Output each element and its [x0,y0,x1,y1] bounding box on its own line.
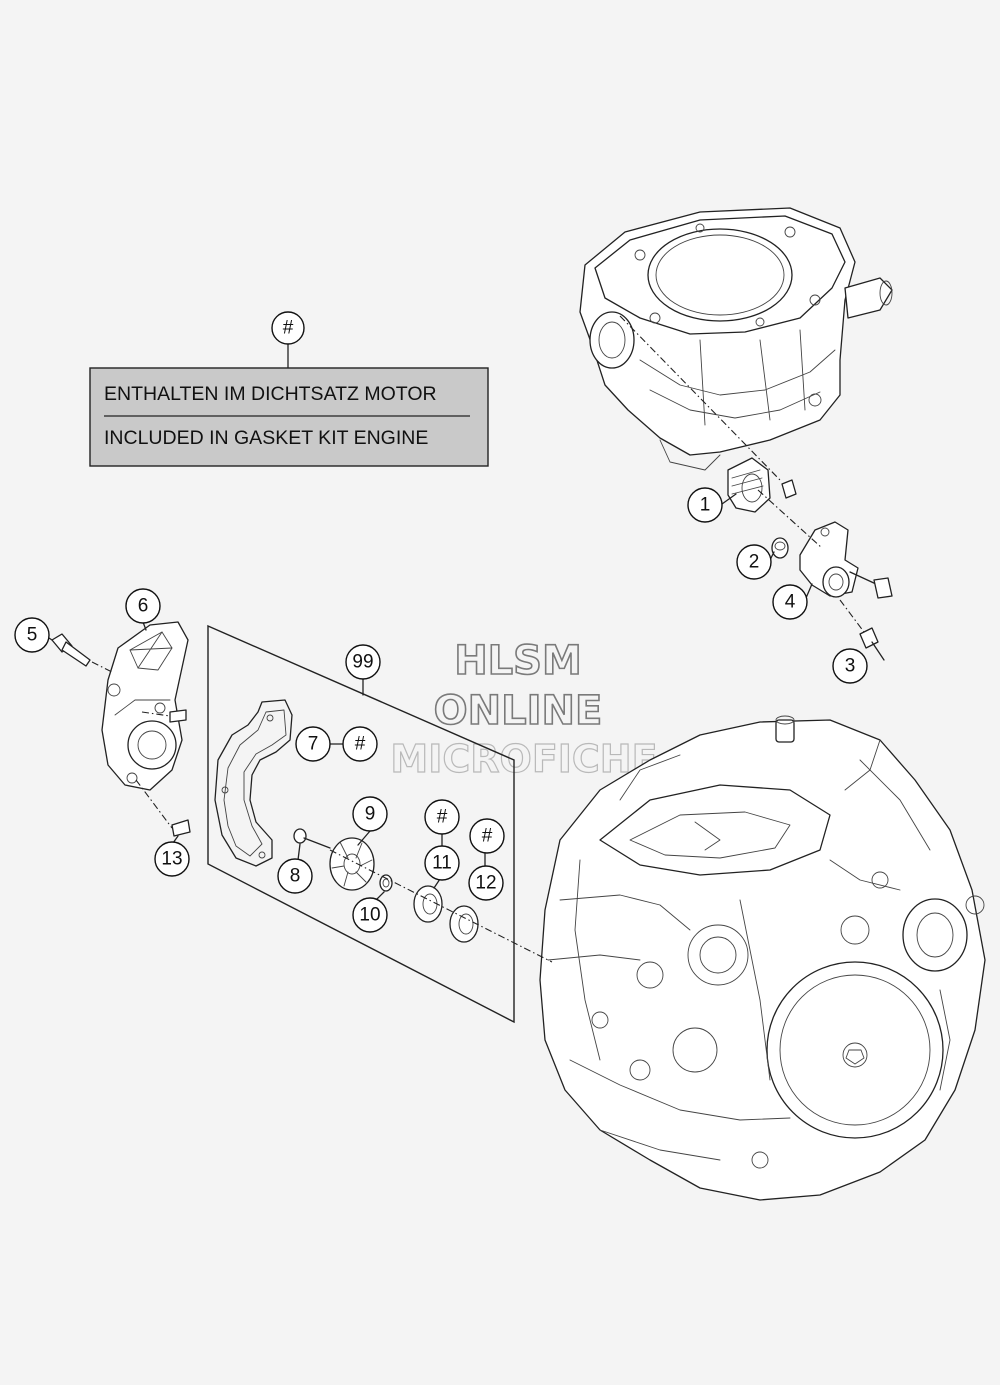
callout-10-label: 10 [359,905,380,926]
callout-5[interactable]: 5 [14,617,50,653]
callout-11-kit-marker[interactable]: # [424,799,460,835]
callout-10[interactable]: 10 [352,897,388,933]
callout-7-kit-marker-label: # [355,734,366,755]
callout-2[interactable]: 2 [736,544,772,580]
watermark-line-2: ONLINE [434,688,603,734]
callout-12-label: 12 [475,873,496,894]
screw-8-drawing [293,828,331,849]
bolt-5-drawing [51,633,91,667]
callout-7[interactable]: 7 [295,726,331,762]
callout-5-label: 5 [27,625,38,646]
callout-11[interactable]: 11 [424,845,460,881]
gasket-kit-legend: # ENTHALTEN IM DICHTSATZ MOTOR INCLUDED … [89,311,489,467]
gasket-7-drawing [214,699,293,867]
washer-10-drawing [379,874,393,892]
callout-6-label: 6 [138,596,149,617]
callout-11-label: 11 [432,853,452,874]
engine-case-drawing [539,715,986,1201]
callout-2-label: 2 [749,552,760,573]
legend-line-en: INCLUDED IN GASKET KIT ENGINE [104,427,428,449]
assembly-lines [91,315,865,963]
callout-11-kit-marker-label: # [437,807,448,828]
plug-drawing [771,537,789,559]
callout-12-kit-marker-label: # [482,826,493,847]
callout-8-label: 8 [290,866,301,887]
legend-line-de: ENTHALTEN IM DICHTSATZ MOTOR [104,383,437,405]
thermostat-drawing [727,457,771,513]
impeller-9-drawing [329,837,375,891]
cover-pin-drawing [169,709,187,723]
callout-9-label: 9 [365,804,376,825]
water-pump-cover-drawing [101,621,189,791]
watermark-line-1: HLSM [454,638,582,684]
callout-13[interactable]: 13 [154,841,190,877]
seal-12-drawing [449,905,479,943]
thermostat-cover-drawing [799,521,859,598]
callout-3-label: 3 [845,656,856,677]
callout-4[interactable]: 4 [772,584,808,620]
seal-11-drawing [413,885,443,923]
callout-1[interactable]: 1 [687,487,723,523]
legend-box [89,367,489,467]
legend-marker: # [283,318,294,339]
cylinder-drawing [579,207,893,471]
legend-marker-circle [271,311,305,345]
callout-9[interactable]: 9 [352,796,388,832]
kit-outline [207,624,515,1024]
watermark: HLSM ONLINE MICROFICHE [390,637,658,781]
callout-3[interactable]: 3 [832,648,868,684]
callout-1-label: 1 [700,495,711,516]
callout-8[interactable]: 8 [277,858,313,894]
callout-7-label: 7 [308,734,319,755]
callout-4-label: 4 [785,592,796,613]
watermark-line-3: MICROFICHE [390,737,657,781]
thermostat-bolts-drawing [781,479,893,661]
callout-99[interactable]: 99 [345,644,381,680]
callout-7-kit-marker[interactable]: # [342,726,378,762]
callout-99-label: 99 [352,652,373,673]
callout-12-kit-marker[interactable]: # [469,818,505,854]
callout-12[interactable]: 12 [468,865,504,901]
dowel-13-drawing [171,819,191,837]
callout-13-label: 13 [161,849,182,870]
callout-6[interactable]: 6 [125,588,161,624]
